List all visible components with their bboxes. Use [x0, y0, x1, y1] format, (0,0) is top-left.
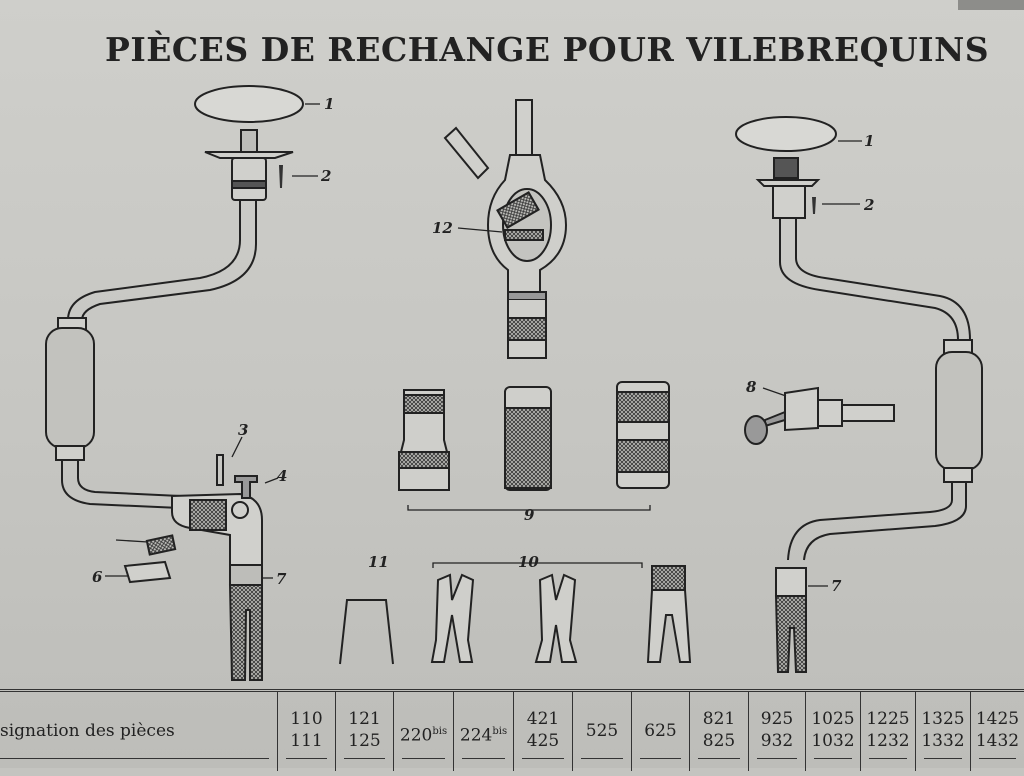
ratchet-head-drawing — [443, 99, 568, 359]
part-4-screw — [234, 475, 258, 499]
right-brace-drawing — [735, 116, 983, 673]
label-6: 6 — [92, 568, 103, 586]
table-cell: 421 425 — [513, 692, 572, 771]
parts-designation-table: signation des pièces 110 111 121 125 220… — [0, 689, 1024, 771]
cell-sup: bis — [492, 726, 508, 737]
table-cell: 625 — [631, 692, 689, 771]
table-header-cell: signation des pièces — [0, 692, 277, 771]
cell-line2: 1332 — [921, 731, 965, 751]
table-cell: 1025 1032 — [805, 692, 860, 771]
page-corner-strip — [958, 0, 1024, 10]
label-4: 4 — [277, 467, 287, 485]
cell-line1: 1225 — [866, 709, 910, 729]
head-knob-1-left — [194, 85, 304, 123]
label-3: 3 — [238, 421, 248, 439]
cell-value: 220 — [399, 725, 433, 746]
parts-10-11-jaws — [339, 565, 692, 665]
page-title: PIÈCES DE RECHANGE POUR VILEBREQUINS — [105, 30, 990, 69]
cell-line2: 932 — [760, 731, 794, 751]
part-6-pawl — [123, 560, 172, 584]
cell-value: 525 — [585, 721, 619, 741]
cell-value: 224 — [459, 725, 493, 746]
part-9-sleeves — [398, 381, 670, 491]
cell-line1: 821 — [702, 709, 736, 729]
cell-line2: 111 — [290, 731, 323, 751]
cell-line1: 421 — [526, 709, 560, 729]
table-cell: 1425 1432 — [970, 692, 1024, 771]
spring — [145, 534, 177, 556]
cell-line1: 1025 — [811, 709, 855, 729]
cell-line1: 121 — [348, 709, 381, 729]
table-cell: 925 932 — [748, 692, 805, 771]
table-cell: 224bis — [453, 692, 513, 771]
label-11: 11 — [368, 553, 389, 571]
label-9: 9 — [524, 506, 535, 524]
cell-line1: 110 — [290, 709, 323, 729]
cell-line2: 1432 — [975, 731, 1020, 751]
label-12: 12 — [432, 219, 453, 237]
left-brace-drawing — [45, 85, 304, 681]
label-10: 10 — [518, 553, 539, 571]
table-cell: 110 111 — [277, 692, 335, 771]
cell-value: 625 — [644, 721, 677, 741]
part-8-clamp — [784, 386, 819, 432]
head-knob-1-right — [735, 116, 837, 152]
part-2-screw-right — [812, 197, 816, 214]
label-7-left: 7 — [276, 570, 287, 588]
table-header-label: signation des pièces — [0, 721, 175, 741]
cell-line2: 1032 — [811, 731, 855, 751]
label-2-right: 2 — [863, 196, 874, 214]
table-cell: 821 825 — [689, 692, 748, 771]
label-1-left: 1 — [324, 95, 334, 113]
label-1-right: 1 — [864, 132, 874, 150]
part-2-screw-left — [279, 165, 283, 188]
cell-line2: 125 — [348, 731, 381, 751]
label-8: 8 — [746, 378, 757, 396]
part-3-pin — [216, 454, 224, 486]
cell-sup: bis — [432, 726, 448, 737]
left-grip-handle — [45, 327, 95, 449]
table-cell: 121 125 — [335, 692, 393, 771]
cell-line1: 1325 — [921, 709, 965, 729]
cell-line2: 425 — [526, 731, 560, 751]
label-2-left: 2 — [320, 167, 331, 185]
right-grip-handle — [935, 351, 983, 471]
cell-line2: 825 — [702, 731, 736, 751]
table-cell: 1325 1332 — [915, 692, 970, 771]
parts-illustration: 1 2 3 4 6 7 12 9 11 10 1 2 8 7 — [45, 85, 983, 681]
table-cell: 1225 1232 — [860, 692, 915, 771]
cell-line1: 1425 — [975, 709, 1020, 729]
label-7-right: 7 — [831, 577, 842, 595]
cell-line1: 925 — [760, 709, 794, 729]
table-cell: 220bis — [393, 692, 453, 771]
table-cell: 525 — [572, 692, 631, 771]
cell-line2: 1232 — [866, 731, 910, 751]
